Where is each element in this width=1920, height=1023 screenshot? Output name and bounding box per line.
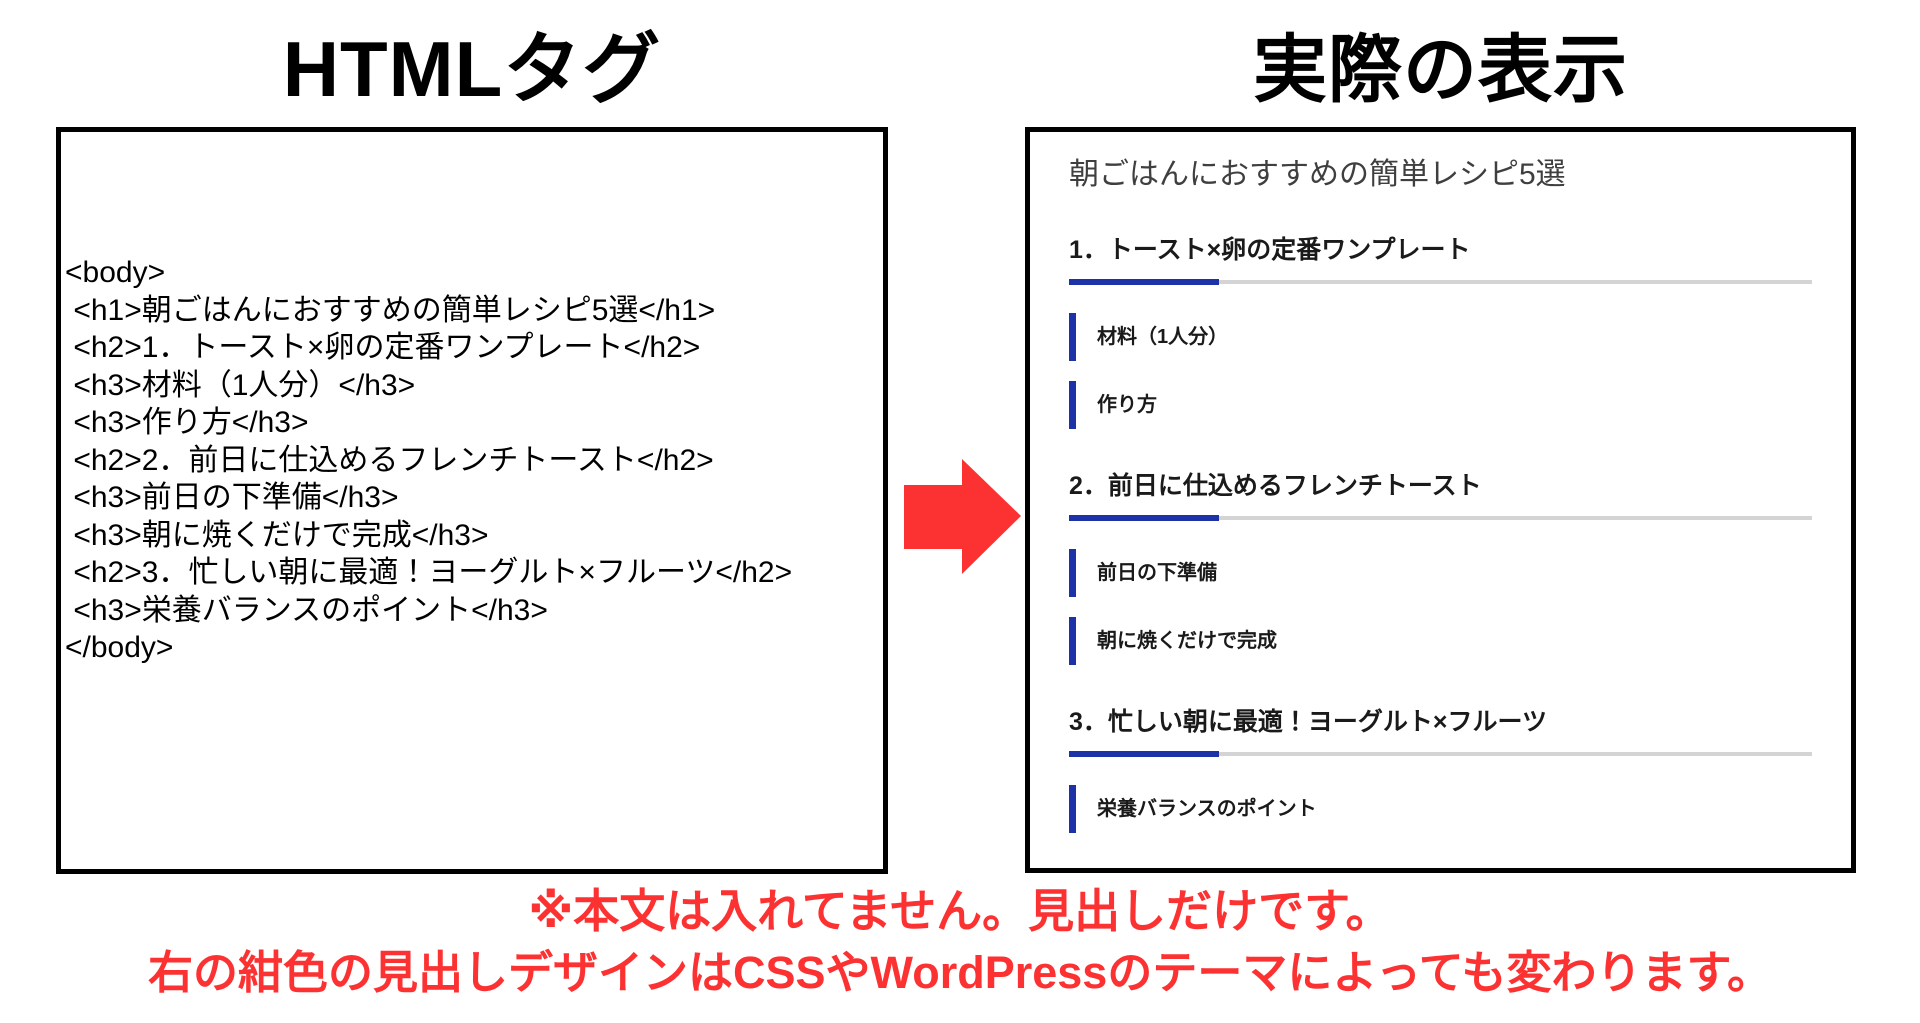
code-line: </body> — [65, 631, 174, 664]
code-line: <h3>栄養バランスのポイント</h3> — [65, 593, 548, 627]
h2-underline — [1069, 278, 1812, 285]
preview-h2-text: 1．トースト×卵の定番ワンプレート — [1069, 235, 1471, 264]
preview-h3-item: 前日の下準備 — [1069, 548, 1812, 597]
preview-h3-text: 前日の下準備 — [1097, 561, 1217, 584]
preview-h2-section-2: 2．前日に仕込めるフレンチトースト — [1069, 471, 1812, 521]
preview-h3-item: 栄養バランスのポイント — [1069, 784, 1812, 833]
preview-h3-text: 作り方 — [1097, 393, 1157, 416]
preview-h3-item: 作り方 — [1069, 380, 1812, 429]
h2-underline-accent — [1069, 278, 1219, 285]
h3-left-bar — [1069, 548, 1076, 597]
code-line: <h2>1．トースト×卵の定番ワンプレート</h2> — [65, 331, 701, 364]
code-line: <h3>材料（1人分）</h3> — [65, 368, 416, 402]
h3-left-bar — [1069, 616, 1076, 665]
code-line: <h3>朝に焼くだけで完成</h3> — [65, 518, 489, 552]
preview-h3-text: 朝に焼くだけで完成 — [1097, 629, 1277, 652]
red-arrow-right-icon — [904, 459, 1021, 574]
rendered-preview-panel: 朝ごはんにおすすめの簡単レシピ5選 1．トースト×卵の定番ワンプレート 材料（1… — [1025, 127, 1856, 873]
left-column-title: HTMLタグ — [282, 25, 662, 113]
preview-h2-text: 3．忙しい朝に最適！ヨーグルト×フルーツ — [1069, 707, 1548, 736]
h2-underline — [1069, 750, 1812, 757]
code-line: <h2>3．忙しい朝に最適！ヨーグルト×フルーツ</h2> — [65, 556, 793, 589]
h2-underline-accent — [1069, 750, 1219, 757]
h3-left-bar — [1069, 312, 1076, 361]
preview-h2-text: 2．前日に仕込めるフレンチトースト — [1069, 471, 1482, 500]
caption-line-2: 右の紺色の見出しデザインはCSSやWordPressのテーマによっても変わります… — [148, 947, 1772, 998]
h2-underline — [1069, 514, 1812, 521]
code-line: <h3>前日の下準備</h3> — [65, 481, 399, 514]
preview-h2-section-1: 1．トースト×卵の定番ワンプレート — [1069, 235, 1812, 285]
right-column-title: 実際の表示 — [1253, 27, 1628, 111]
preview-h3-text: 材料（1人分） — [1097, 325, 1229, 348]
preview-h3-text: 栄養バランスのポイント — [1097, 797, 1317, 820]
code-line: <h1>朝ごはんにおすすめの簡単レシピ5選</h1> — [65, 293, 716, 327]
code-line: <h3>作り方</h3> — [65, 406, 309, 439]
preview-h3-item: 朝に焼くだけで完成 — [1069, 616, 1812, 665]
h3-left-bar — [1069, 784, 1076, 833]
preview-h3-item: 材料（1人分） — [1069, 312, 1812, 361]
code-line: <body> — [65, 256, 166, 289]
preview-h1: 朝ごはんにおすすめの簡単レシピ5選 — [1069, 158, 1566, 191]
preview-h2-section-3: 3．忙しい朝に最適！ヨーグルト×フルーツ — [1069, 707, 1812, 757]
h2-underline-accent — [1069, 514, 1219, 521]
html-code-block: <body> <h1>朝ごはんにおすすめの簡単レシピ5選</h1> <h2>1．… — [61, 132, 883, 667]
html-code-panel: <body> <h1>朝ごはんにおすすめの簡単レシピ5選</h1> <h2>1．… — [56, 127, 888, 874]
h3-left-bar — [1069, 380, 1076, 429]
caption-line-1: ※本文は入れてません。見出しだけです。 — [528, 885, 1392, 937]
code-line: <h2>2．前日に仕込めるフレンチトースト</h2> — [65, 443, 714, 477]
